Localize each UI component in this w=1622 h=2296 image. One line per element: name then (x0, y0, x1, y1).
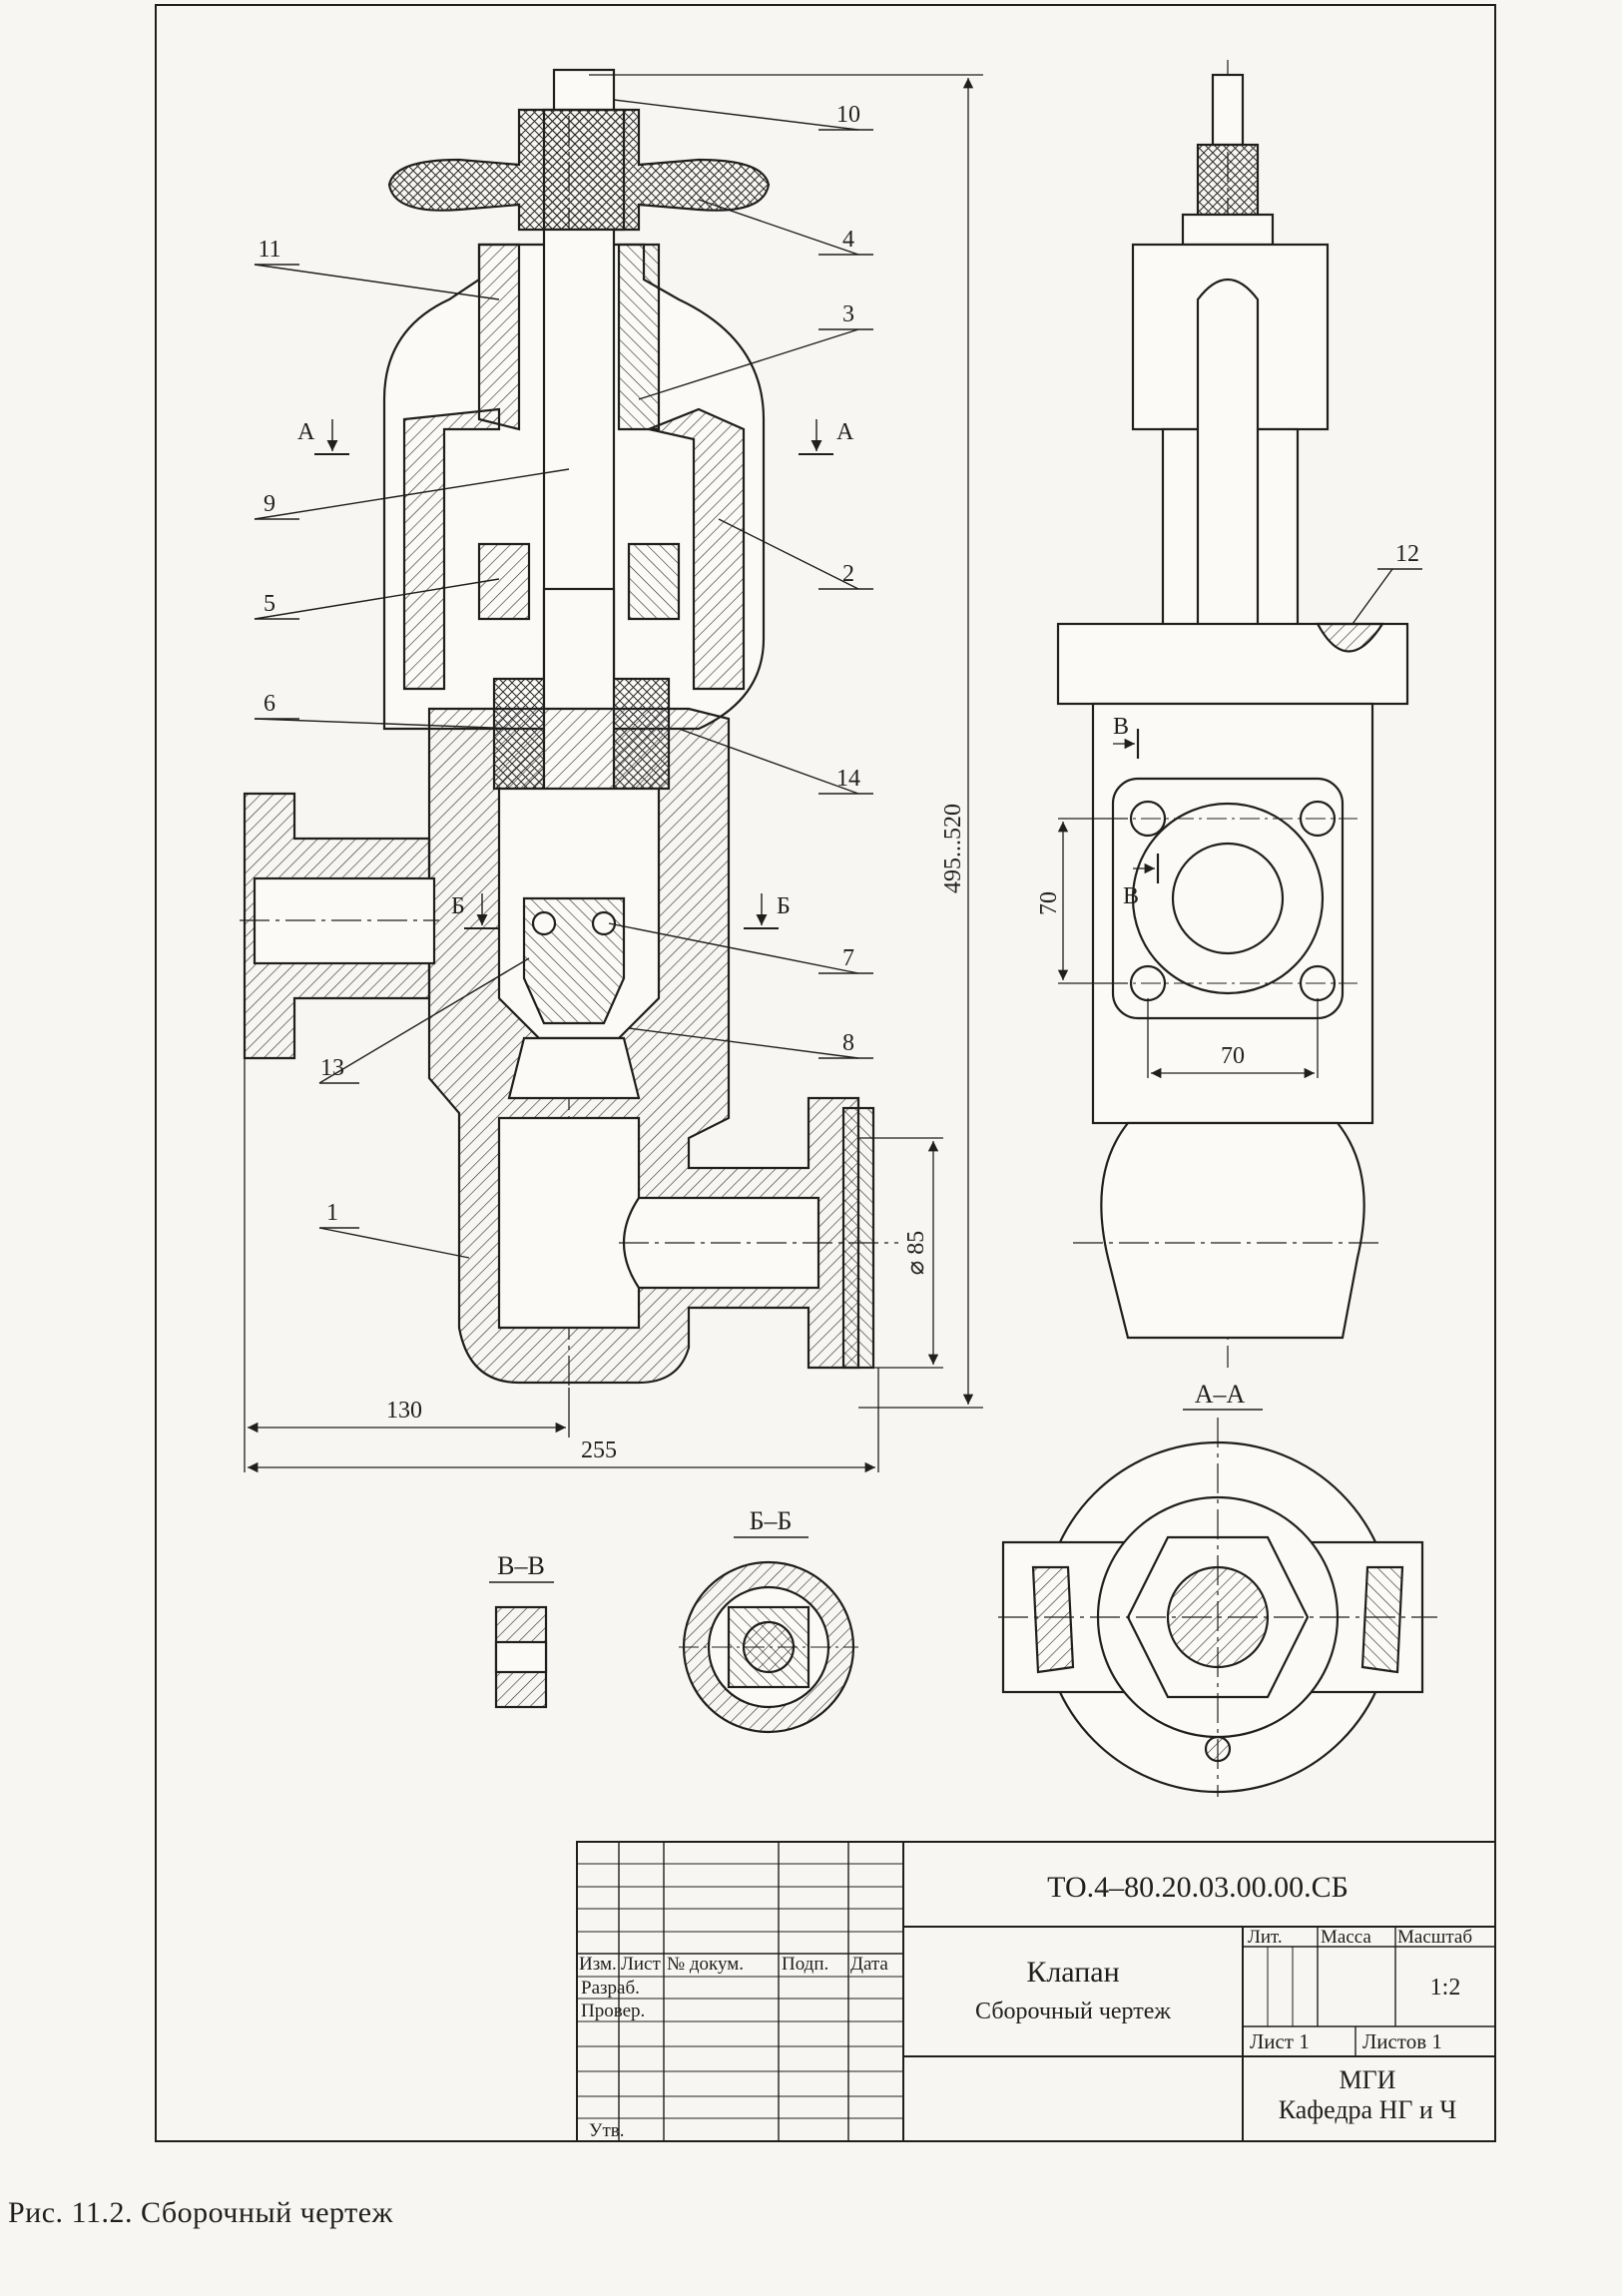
col-doc: № докум. (667, 1954, 744, 1975)
section-mark-v: В (1113, 714, 1129, 740)
section-title-bb: Б–Б (750, 1506, 793, 1535)
scale-value: 1:2 (1430, 1975, 1461, 2001)
masshtab-label: Масштаб (1397, 1927, 1472, 1948)
sheets-total: Листов 1 (1362, 2029, 1442, 2053)
section-mark-a: А (297, 419, 315, 445)
dept-name: Кафедра НГ и Ч (1279, 2095, 1457, 2124)
org-name: МГИ (1340, 2065, 1396, 2094)
section-vv: В–В (489, 1551, 554, 1709)
massa-label: Масса (1321, 1927, 1371, 1948)
dim-dia-85: ⌀ 85 (903, 1231, 929, 1275)
part-label: 5 (264, 591, 275, 617)
col-izm: Изм. (579, 1954, 617, 1975)
section-mark-b: Б (451, 893, 465, 919)
row-utv: Утв. (589, 2120, 624, 2141)
sheet-number: Лист 1 (1250, 2029, 1310, 2053)
section-mark-v: В (1123, 883, 1139, 909)
dim-255: 255 (581, 1437, 617, 1463)
row-razrab: Разраб. (581, 1978, 640, 1999)
doc-name: Клапан (1026, 1956, 1119, 1989)
part-label: 1 (326, 1200, 338, 1226)
col-list: Лист (621, 1954, 661, 1975)
section-aa: А–А (998, 1380, 1437, 1797)
col-date: Дата (850, 1954, 888, 1975)
section-bb: Б–Б (679, 1506, 858, 1734)
title-block-text: ТО.4–80.20.03.00.00.СБ Клапан Сборочный … (579, 1871, 1472, 2141)
part-numbers: 10 4 3 11 9 2 5 6 14 7 8 13 1 12 (258, 102, 1419, 1226)
lit-label: Лит. (1248, 1927, 1283, 1948)
part-leaders (254, 99, 1422, 1259)
part-label: 12 (1395, 541, 1419, 567)
part-label: 2 (842, 561, 854, 587)
section-marks: А А Б Б (297, 419, 854, 929)
section-mark-b: Б (777, 893, 791, 919)
main-dimensions: 495...520 130 255 ⌀ 85 (244, 74, 983, 1473)
part-label: 4 (842, 227, 854, 253)
part-label: 7 (842, 945, 854, 971)
dim-70-horizontal: 70 (1221, 1043, 1245, 1069)
side-view (1056, 60, 1409, 1368)
side-dimensions: 70 70 В В (1036, 714, 1319, 1079)
dim-70-vertical: 70 (1036, 891, 1062, 915)
part-label: 9 (264, 491, 275, 517)
part-label: 3 (842, 301, 854, 327)
dim-height: 495...520 (940, 804, 966, 893)
main-section-view (240, 68, 898, 1388)
col-sign: Подп. (782, 1954, 828, 1975)
part-label: 13 (320, 1055, 344, 1081)
section-title-vv: В–В (497, 1551, 545, 1580)
section-title-aa: А–А (1195, 1380, 1246, 1409)
part-label: 10 (836, 102, 860, 128)
title-block (576, 1841, 1496, 2142)
section-mark-a: А (836, 419, 854, 445)
row-prover: Провер. (581, 2001, 645, 2021)
part-label: 8 (842, 1030, 854, 1056)
dim-130: 130 (386, 1398, 422, 1424)
part-label: 11 (258, 237, 280, 263)
doc-code: ТО.4–80.20.03.00.00.СБ (1047, 1871, 1349, 1904)
part-label: 6 (264, 691, 275, 717)
figure-caption: Рис. 11.2. Сборочный чертеж (8, 2196, 393, 2229)
doc-subtitle: Сборочный чертеж (975, 1999, 1171, 2024)
part-label: 14 (836, 766, 860, 792)
